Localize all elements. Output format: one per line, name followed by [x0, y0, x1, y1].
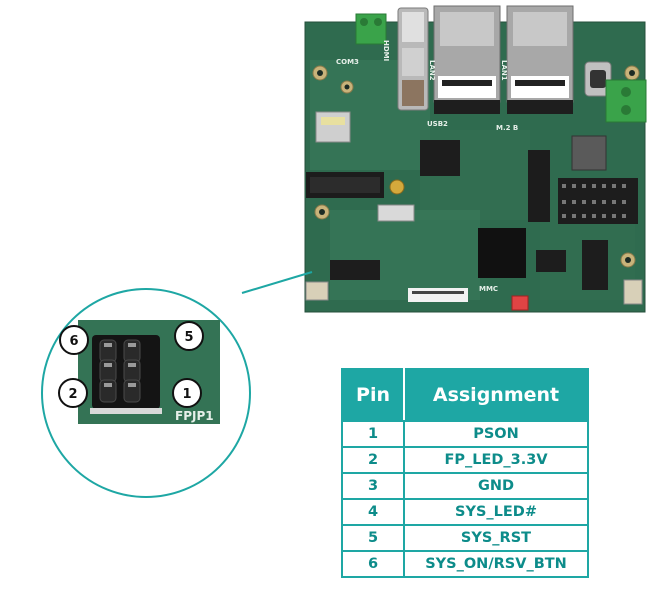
- pin-assignment: SYS_ON/RSV_BTN: [403, 550, 589, 578]
- pin-number: 4: [341, 498, 405, 526]
- ic-chip: [420, 140, 460, 176]
- pin-number: 3: [341, 472, 405, 500]
- lan-port-1: [506, 5, 574, 114]
- hdmi-connector: [397, 7, 429, 111]
- ic-chip-small: [536, 250, 566, 272]
- callout-pin-5: 5: [174, 321, 204, 351]
- callout-pin-6: 6: [59, 325, 89, 355]
- pin-number: 1: [341, 420, 405, 448]
- sim-slot: [315, 111, 351, 143]
- silk-lan1: LAN1: [500, 60, 508, 81]
- pin-assignment: GND: [403, 472, 589, 500]
- m2-b-slot: [528, 150, 550, 222]
- callout-pin-6-label: 6: [69, 334, 78, 349]
- terminal-block-right: [605, 79, 647, 123]
- callout-leader: [241, 271, 313, 294]
- silk-com3: COM3: [336, 58, 359, 66]
- small-connector-right: [623, 279, 643, 305]
- silk-usb2: USB2: [427, 120, 448, 128]
- silk-hdmi: HDMI: [382, 40, 390, 61]
- small-connector-left: [305, 281, 329, 301]
- callout-pin-1: 1: [172, 378, 202, 408]
- callout-pin-2: 2: [58, 378, 88, 408]
- standoff: [389, 179, 405, 195]
- table-row: 2 FP_LED_3.3V: [341, 446, 589, 474]
- callout-pin-2-label: 2: [68, 387, 77, 402]
- ic-chip-tall: [582, 240, 608, 290]
- table-row: 6 SYS_ON/RSV_BTN: [341, 550, 589, 578]
- red-connector: [511, 295, 529, 311]
- silk-m2b: M.2 B: [496, 124, 518, 132]
- pin-assignment: SYS_RST: [403, 524, 589, 552]
- fpjp1-label: FPJP1: [175, 409, 214, 423]
- dip-switch: [377, 204, 415, 222]
- pin-assignment: FP_LED_3.3V: [403, 446, 589, 474]
- lan-port-2: [433, 5, 501, 114]
- header-pin: Pin: [341, 368, 405, 422]
- table-row: 5 SYS_RST: [341, 524, 589, 552]
- terminal-block-top: [355, 13, 387, 45]
- pin-header-right: [558, 178, 638, 224]
- callout-pin-5-label: 5: [184, 330, 193, 345]
- pin-number: 2: [341, 446, 405, 474]
- inductor: [571, 135, 607, 171]
- pin-assignment: SYS_LED#: [403, 498, 589, 526]
- pin-number: 6: [341, 550, 405, 578]
- table-row: 4 SYS_LED#: [341, 498, 589, 526]
- header-assignment: Assignment: [403, 368, 589, 422]
- table-header-row: Pin Assignment: [341, 368, 589, 422]
- callout-pin-1-label: 1: [182, 387, 191, 402]
- silk-mmc: MMC: [479, 285, 498, 293]
- connector-bottom: [330, 260, 380, 280]
- board-label: [408, 288, 468, 302]
- pin-assignment-table: Pin Assignment 1 PSON 2 FP_LED_3.3V 3 GN…: [341, 368, 589, 578]
- table-row: 1 PSON: [341, 420, 589, 448]
- silk-lan2: LAN2: [428, 60, 436, 81]
- pin-assignment: PSON: [403, 420, 589, 448]
- table-row: 3 GND: [341, 472, 589, 500]
- pin-number: 5: [341, 524, 405, 552]
- main-soc: [478, 228, 526, 278]
- m2-slot: [306, 172, 384, 198]
- usb-c-port: [584, 61, 612, 97]
